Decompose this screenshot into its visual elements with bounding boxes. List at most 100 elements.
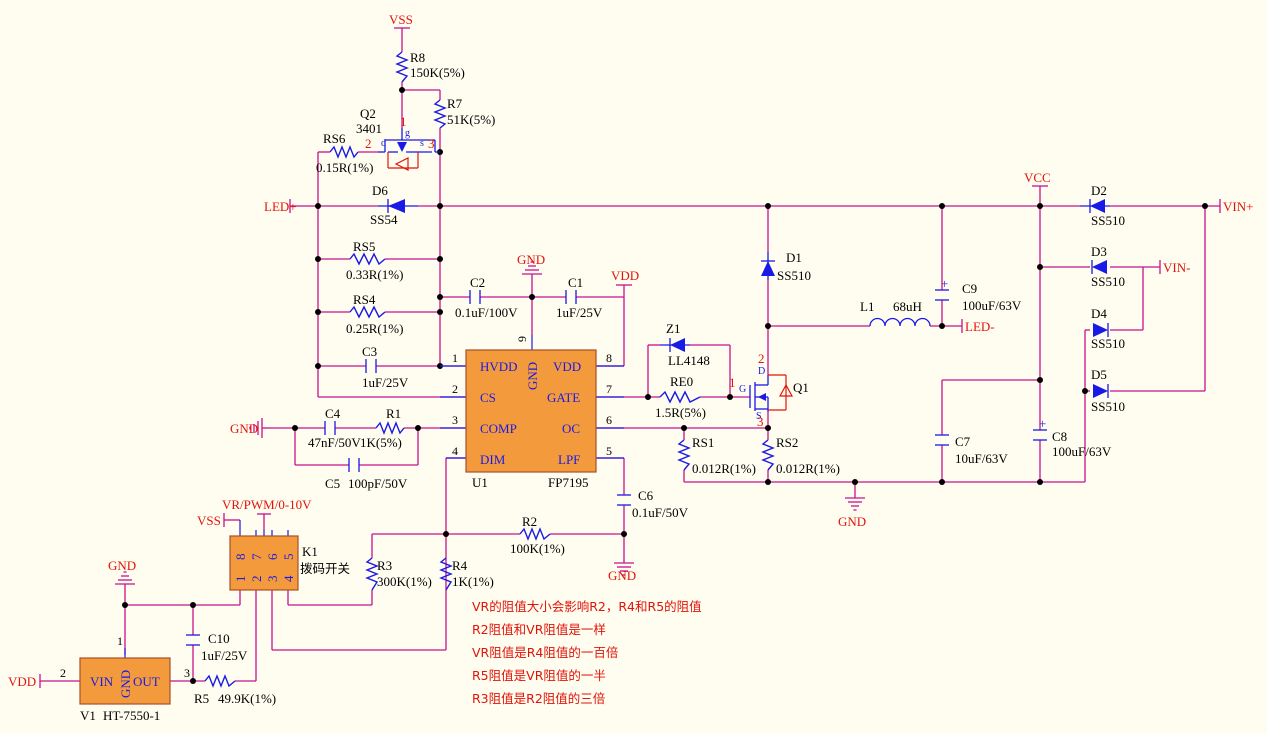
v1-value: HT-7550-1 <box>103 708 160 723</box>
c1-ref: C1 <box>568 275 583 290</box>
capacitor-c2: C2 0.1uF/100V <box>455 275 518 320</box>
led-minus-port: LED- <box>961 319 995 334</box>
r1-value: 1K(5%) <box>360 435 402 450</box>
wires <box>40 28 1220 682</box>
gnd-u1-label: GND <box>517 252 545 267</box>
rs5-ref: RS5 <box>353 239 375 254</box>
c1-value: 1uF/25V <box>556 305 603 320</box>
q2-pin2: 2 <box>365 136 372 151</box>
resistor-re0: RE0 1.5R(5%) <box>655 374 706 420</box>
q1-pin-s: S <box>756 411 762 422</box>
capacitor-c8: + C8 100uF/63V <box>1033 416 1112 459</box>
d1-value: SS510 <box>777 268 811 283</box>
u1-pin-comp: COMP <box>480 421 517 436</box>
d5-value: SS510 <box>1091 399 1125 414</box>
q1-pin2: 2 <box>758 351 765 366</box>
led-minus-label: LED- <box>965 319 995 334</box>
capacitor-c3: C3 1uF/25V <box>362 344 409 390</box>
vcc-port: VCC <box>1024 170 1051 187</box>
gnd-reg-symbol <box>114 571 136 593</box>
k1-pin-2: 2 <box>249 576 264 583</box>
rs1-ref: RS1 <box>692 435 714 450</box>
v1-num-3: 3 <box>184 666 190 680</box>
u1-num-5: 5 <box>606 444 612 458</box>
inductor-l1: L1 68uH <box>860 299 931 327</box>
d1-ref: D1 <box>786 250 802 265</box>
capacitor-c9: + C9 100uF/63V <box>935 276 1022 313</box>
r3-ref: R3 <box>377 558 392 573</box>
note-line: VR的阻值大小会影响R2，R4和R5的阻值 <box>472 599 702 614</box>
d5-ref: D5 <box>1091 367 1107 382</box>
vss-switch-port: VSS <box>197 513 225 528</box>
resistor-r8: R8 150K(5%) <box>395 50 465 83</box>
vss-top-label: VSS <box>389 12 413 27</box>
r2-value: 100K(1%) <box>510 541 565 556</box>
gnd-q1-symbol <box>844 489 866 511</box>
capacitor-c10: C10 1uF/25V <box>186 631 248 663</box>
k1-pin-3: 3 <box>265 576 280 583</box>
u1-pin-cs: CS <box>480 390 496 405</box>
u1-num-2: 2 <box>452 382 458 396</box>
c9-value: 100uF/63V <box>962 298 1022 313</box>
capacitor-c5: C5 100pF/50V <box>325 458 408 491</box>
diode-z1: Z1 LL4148 <box>660 321 710 368</box>
vdd-u1-port: VDD <box>611 268 639 286</box>
vcc-label: VCC <box>1024 170 1051 185</box>
rs2-value: 0.012R(1%) <box>776 461 840 476</box>
r5-value: 49.9K(1%) <box>218 691 276 706</box>
u1-num-1: 1 <box>452 351 458 365</box>
r7-value: 51K(5%) <box>447 112 495 127</box>
q2-pin3: 3 <box>428 136 435 151</box>
d6-value: SS54 <box>370 212 398 227</box>
u1-pin-gate: GATE <box>547 390 580 405</box>
gnd-c6-label: GND <box>608 568 636 583</box>
z1-ref: Z1 <box>666 321 680 336</box>
vdd-u1-label: VDD <box>611 268 639 283</box>
capacitor-c7: C7 10uF/63V <box>935 434 1008 466</box>
c3-value: 1uF/25V <box>362 375 409 390</box>
rs4-ref: RS4 <box>353 292 376 307</box>
resistor-r7: R7 51K(5%) <box>433 96 495 129</box>
vdd-reg-port: VDD <box>8 674 41 689</box>
diode-d5: D5 SS510 <box>1091 367 1125 414</box>
note-line: R2阻值和VR阻值是一样 <box>472 622 606 637</box>
q1-pin-g: G <box>739 384 746 395</box>
c3-ref: C3 <box>362 344 377 359</box>
mosfet-q1: Q1 1 2 3 G D S <box>729 351 809 429</box>
c8-ref: C8 <box>1052 429 1067 444</box>
gnd-comp-label: GND <box>230 421 258 436</box>
rs6-ref: RS6 <box>323 131 346 146</box>
resistor-rs4: RS4 0.25R(1%) <box>346 292 403 336</box>
vin-plus-port: VIN+ <box>1219 199 1253 214</box>
c5-value: 100pF/50V <box>348 476 408 491</box>
capacitor-c6: C6 0.1uF/50V <box>617 488 689 520</box>
u1-num-4: 4 <box>452 444 458 458</box>
re0-value: 1.5R(5%) <box>655 405 706 420</box>
diode-d3: D3 SS510 <box>1091 244 1125 289</box>
vin-minus-label: VIN- <box>1163 260 1190 275</box>
note-line: R5阻值是VR阻值的一半 <box>472 668 606 683</box>
diode-d4: D4 SS510 <box>1091 306 1125 351</box>
u1-pin-gnd: GND <box>525 362 540 390</box>
c8-value: 100uF/63V <box>1052 444 1112 459</box>
u1-ref: U1 <box>472 475 488 490</box>
note-line: R3阻值是R2阻值的三倍 <box>472 691 605 706</box>
dip-switch-k1: 8 7 6 5 1 2 3 4 K1 拨码开关 <box>229 520 350 591</box>
svg-text:+: + <box>1039 416 1046 431</box>
gnd-reg-label: GND <box>108 558 136 573</box>
q2-pin1: 1 <box>400 114 407 129</box>
k1-pin-1: 1 <box>233 576 248 583</box>
z1-value: LL4148 <box>668 353 710 368</box>
q2-pin-g: g <box>405 128 410 139</box>
q2-pin-d: d <box>381 138 386 149</box>
vr-pwm-label: VR/PWM/0-10V <box>222 497 312 512</box>
rs6-value: 0.15R(1%) <box>316 160 373 175</box>
k1-ref: K1 <box>302 544 318 559</box>
q2-value: 3401 <box>356 121 382 136</box>
k1-pin-7: 7 <box>249 553 264 560</box>
c10-ref: C10 <box>208 631 230 646</box>
k1-value: 拨码开关 <box>300 561 350 576</box>
q1-ref: Q1 <box>793 380 809 395</box>
capacitor-c4: C4 47nF/50V <box>308 406 361 450</box>
vin-plus-label: VIN+ <box>1223 199 1253 214</box>
